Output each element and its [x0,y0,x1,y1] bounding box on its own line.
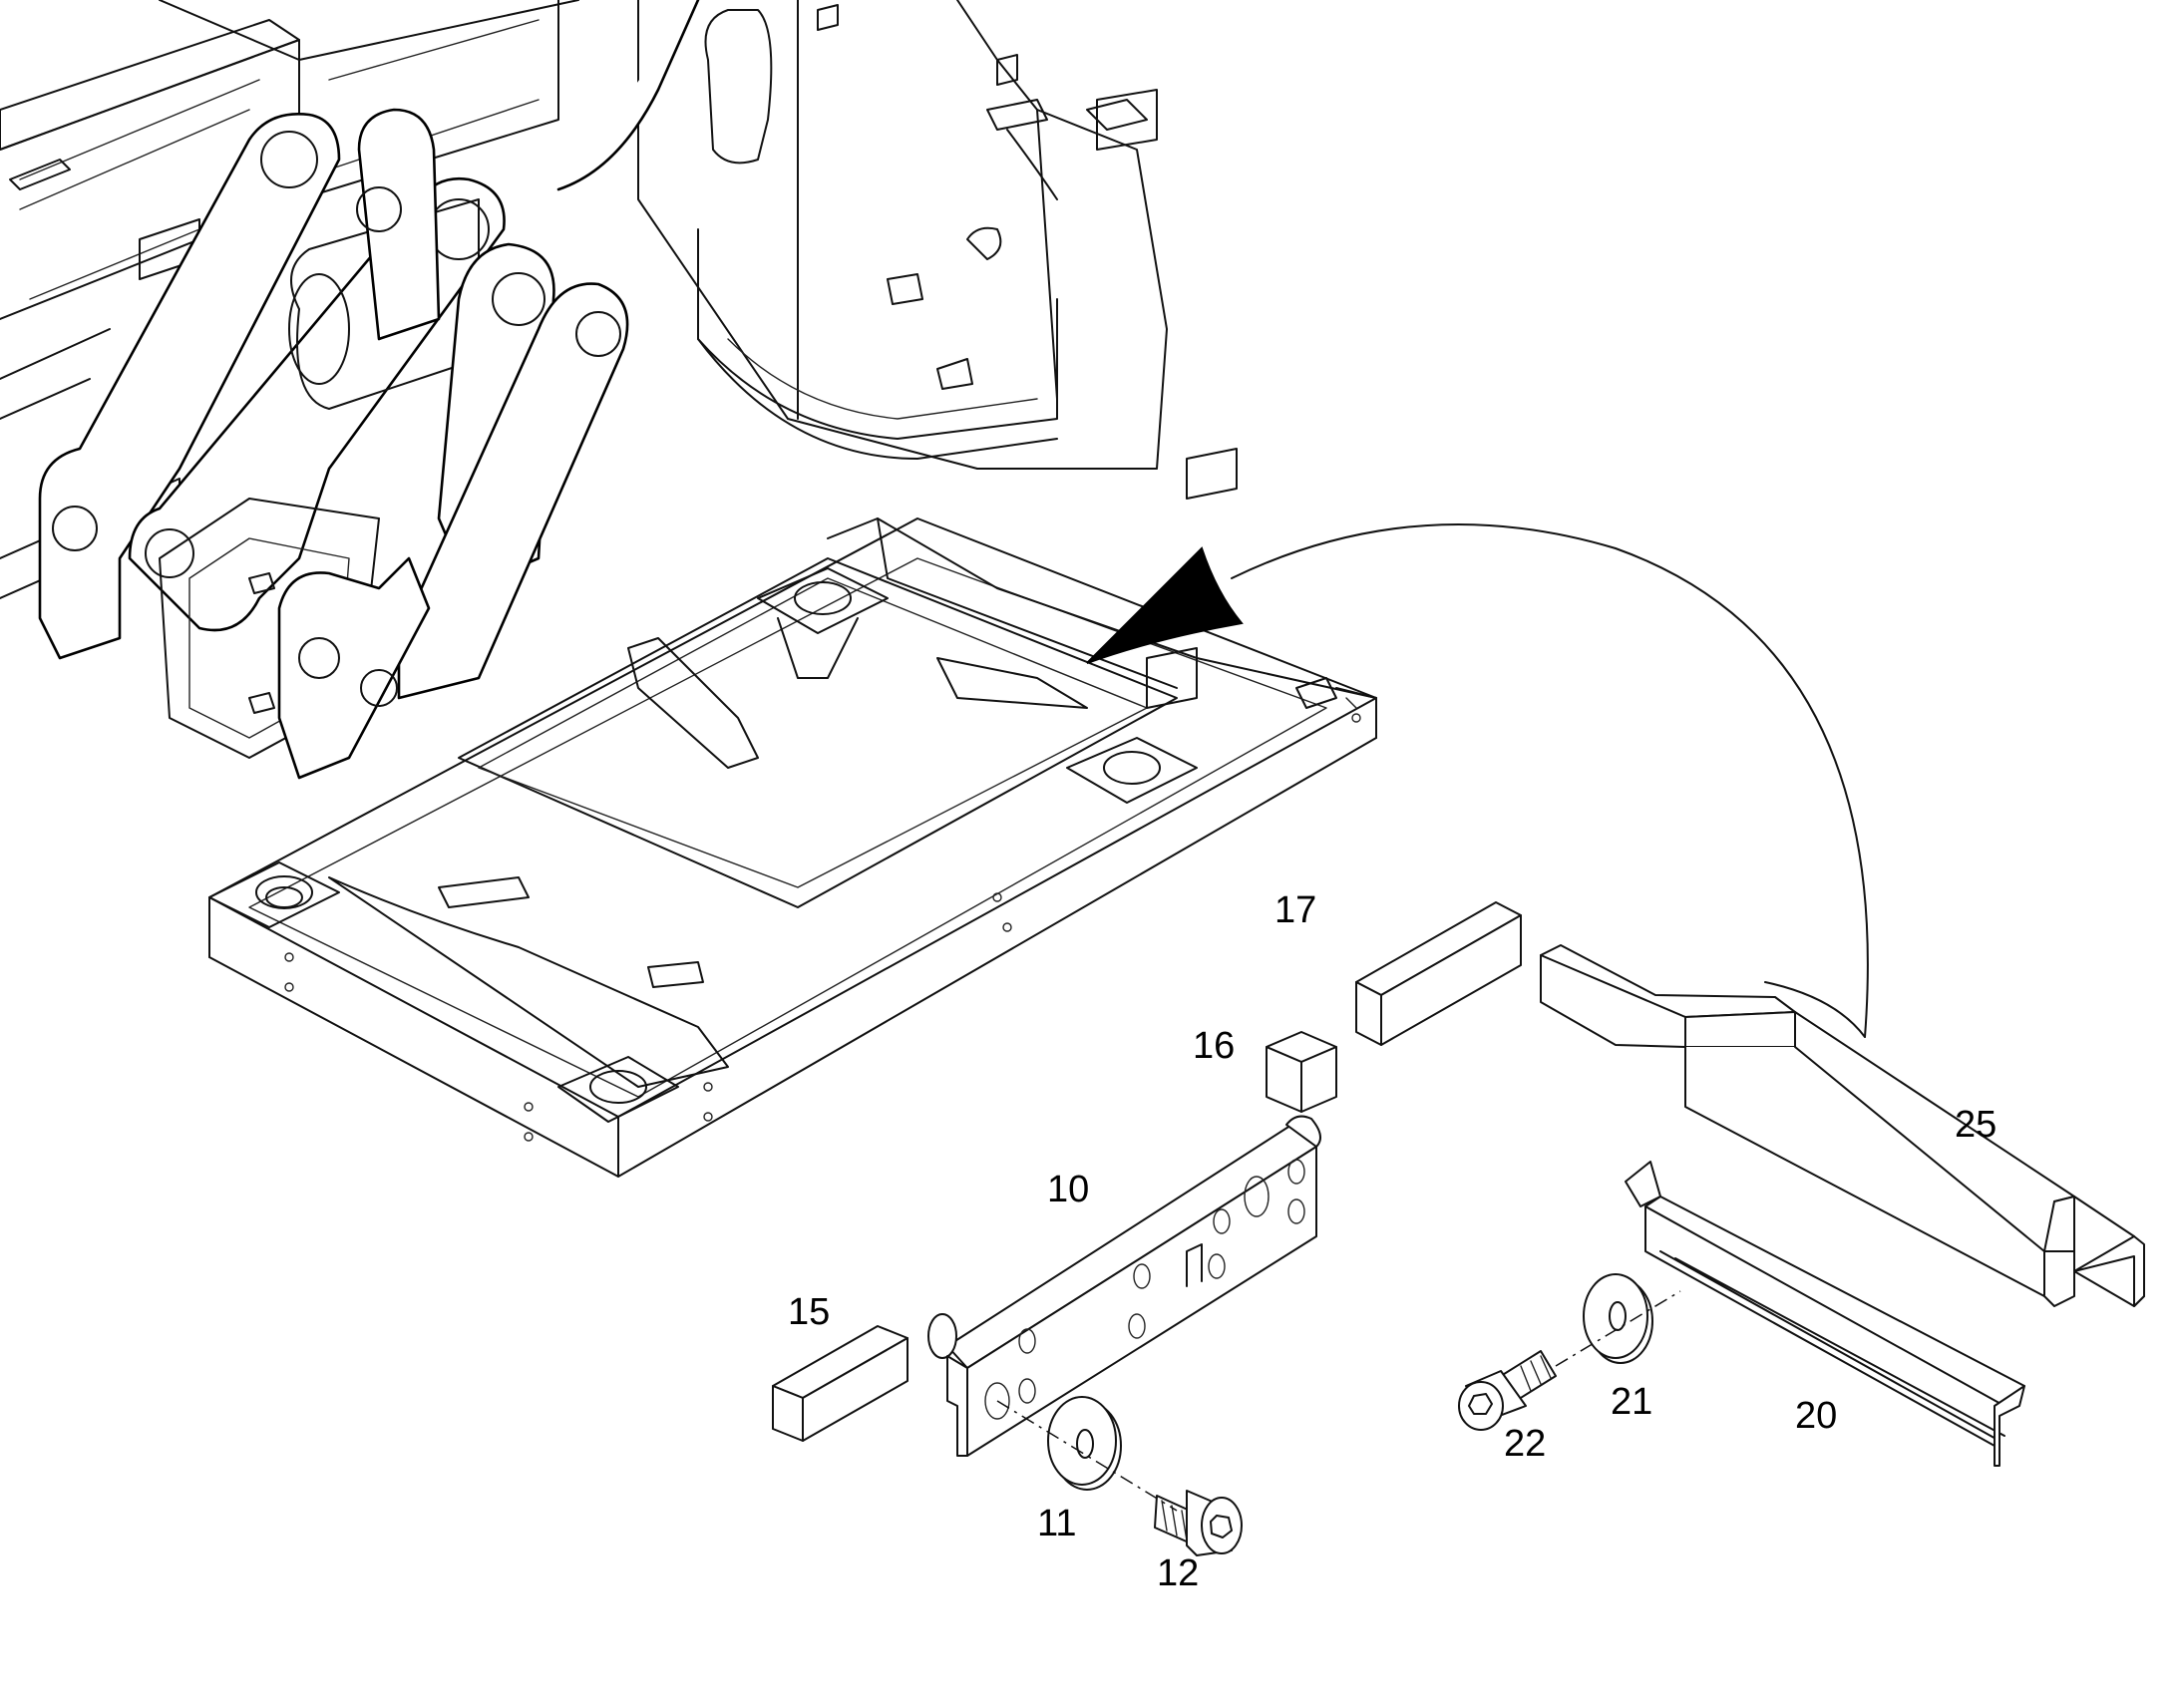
part-labels: 17 16 25 10 15 11 12 21 22 20 [788,889,1997,1594]
part-10-rail [927,1115,1321,1457]
label-part-25: 25 [1955,1104,1997,1146]
part-25-bent-bar [1540,944,2145,1307]
label-part-20: 20 [1795,1395,1837,1437]
part-20-angle-strip [1625,1161,2025,1467]
label-part-11: 11 [1037,1503,1076,1544]
part-11-washer [1047,1396,1122,1491]
part-16-cube [1266,1031,1337,1113]
callout-arrow [1086,523,1869,1038]
part-21-washer [1583,1273,1653,1364]
label-part-15: 15 [788,1291,830,1333]
label-part-17: 17 [1274,889,1316,931]
axis-line-right [1555,1290,1681,1367]
label-part-21: 21 [1611,1381,1652,1423]
axis-line-left [996,1400,1178,1512]
label-part-22: 22 [1504,1423,1546,1465]
part-12-screw [1154,1490,1243,1556]
machine-frame [0,0,1377,1178]
part-17-block [1355,901,1522,1046]
label-part-16: 16 [1193,1025,1235,1067]
part-22-screw [1458,1350,1557,1431]
label-part-12: 12 [1157,1552,1199,1594]
part-15-block [772,1325,908,1442]
label-part-10: 10 [1047,1169,1089,1210]
arrow-head [1086,546,1244,664]
